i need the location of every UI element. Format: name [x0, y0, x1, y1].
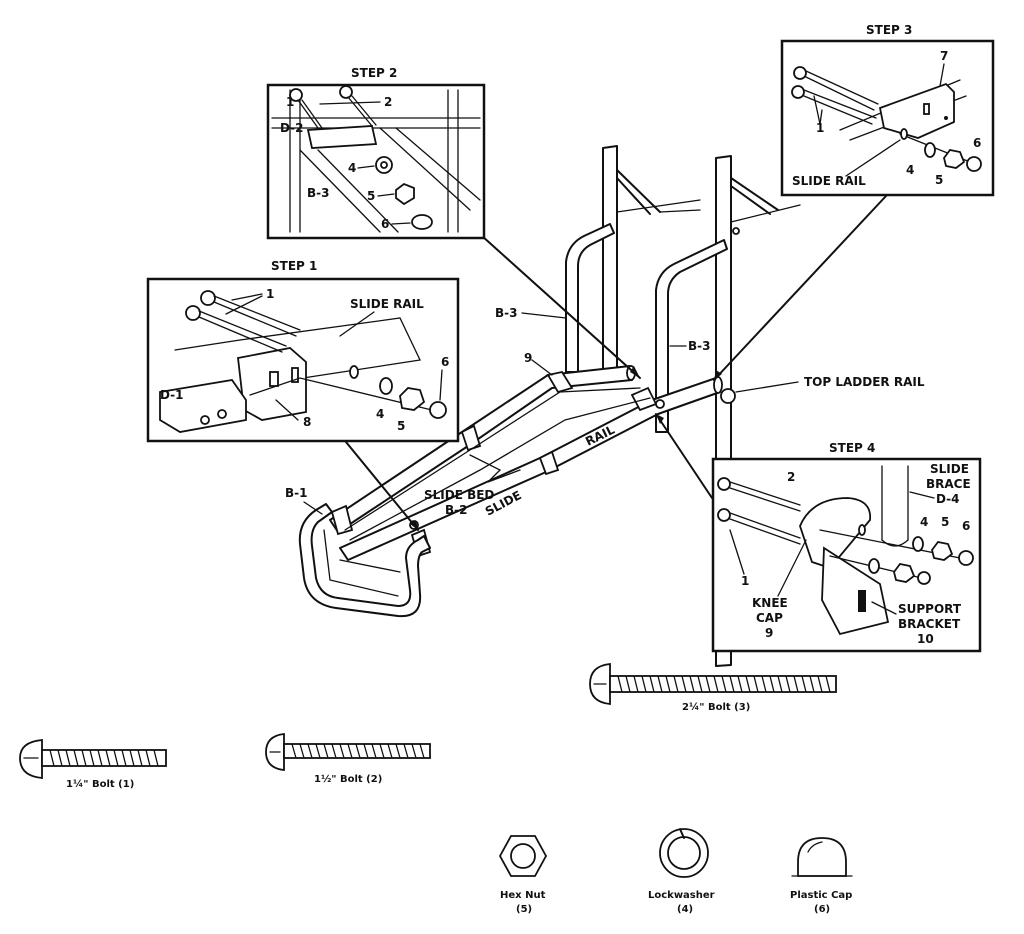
step-4-support-num: 10: [917, 632, 934, 646]
step-2-num-1: 1: [286, 95, 294, 109]
step-1-num-8: 8: [303, 415, 311, 429]
plastic-cap-label-2: (6): [814, 904, 830, 915]
bolt-125-label: 1¼" Bolt (1): [66, 778, 134, 790]
step-4-title: STEP 4: [829, 441, 875, 455]
step-1-d1: D-1: [160, 388, 184, 402]
step-2-num-6: 6: [381, 217, 389, 231]
step-4-knee-1: KNEE: [752, 596, 788, 610]
label-slide-bed: SLIDE BED: [424, 488, 494, 502]
step-4-knee-2: CAP: [756, 611, 783, 625]
label-top-ladder-rail: TOP LADDER RAIL: [804, 375, 925, 389]
step-4-num-4: 4: [920, 515, 928, 529]
lockwasher-icon: [659, 828, 709, 878]
step-1-slide-rail: SLIDE RAIL: [350, 297, 424, 311]
step-1-panel: STEP 1 1 SLIDE RAIL D-1 8 4: [146, 259, 460, 443]
label-b3-left: B-3: [495, 306, 517, 320]
step-2-num-2: 2: [384, 95, 392, 109]
step-4-num-2: 2: [787, 470, 795, 484]
bolt-125-icon: [19, 739, 167, 779]
bolt-225-label: 2¼" Bolt (3): [682, 701, 750, 713]
b1-frame: [298, 503, 431, 618]
label-b3-right: B-3: [688, 339, 710, 353]
step-4-knee-num: 9: [765, 626, 773, 640]
step-4-slide-brace-1: SLIDE: [930, 462, 969, 476]
label-b1: B-1: [285, 486, 307, 500]
step-2-title: STEP 2: [351, 66, 397, 80]
step-2-num-4: 4: [348, 161, 356, 175]
step-4-num-1: 1: [741, 574, 749, 588]
step-4-slide-brace-code: D-4: [936, 492, 960, 506]
step-4-support-1: SUPPORT: [898, 602, 962, 616]
step-4-panel: STEP 4 2 1 SLIDE BRACE D-4: [711, 441, 982, 653]
bolt-150-label: 1½" Bolt (2): [314, 774, 382, 785]
step-1-num-4: 4: [376, 407, 384, 421]
plastic-cap-icon: [791, 837, 853, 877]
step-3-num-1: 1: [816, 121, 824, 135]
step-3-slide-rail: SLIDE RAIL: [792, 174, 866, 188]
plastic-cap-label-1: Plastic Cap: [790, 890, 852, 901]
step-1-num-5: 5: [397, 419, 405, 433]
lockwasher-label-1: Lockwasher: [648, 890, 715, 901]
step-3-num-4: 4: [906, 163, 914, 177]
step-3-num-6: 6: [973, 136, 981, 150]
step-4-num-5: 5: [941, 515, 949, 529]
slide-rails: [329, 365, 723, 561]
slide-bed: [344, 387, 651, 541]
step-4-support-2: BRACKET: [898, 617, 961, 631]
step-3-title: STEP 3: [866, 23, 912, 37]
bolt-150-icon: [265, 732, 431, 772]
label-slide-bed-code: B-2: [445, 503, 467, 517]
step-2-b3: B-3: [307, 186, 329, 200]
label-knee-cap-num: 9: [524, 351, 532, 365]
step-1-num-1: 1: [266, 287, 274, 301]
step-3-panel: STEP 3 7 1 SLIDE RAIL 4 5 6: [780, 23, 995, 197]
step-2-panel: STEP 2 1 2 D-2 B-3 4 5: [266, 66, 486, 240]
step-1-num-6: 6: [441, 355, 449, 369]
hex-nut-icon: [498, 835, 548, 877]
bolt-225-icon: [589, 663, 837, 705]
step-4-slide-brace-2: BRACE: [926, 477, 971, 491]
step-4-num-6: 6: [962, 519, 970, 533]
leader-lines: [345, 195, 887, 531]
hex-nut-label-2: (5): [516, 904, 532, 915]
step-3-num-5: 5: [935, 173, 943, 187]
hex-nut-label-1: Hex Nut: [500, 890, 546, 901]
step-1-title: STEP 1: [271, 259, 317, 273]
lockwasher-label-2: (4): [677, 904, 693, 915]
step-2-num-5: 5: [367, 189, 375, 203]
step-2-d2: D-2: [280, 121, 304, 135]
step-3-num-7: 7: [940, 49, 948, 63]
hardware-key: 2¼" Bolt (3) 1¼" Bolt (1) 1½" Bolt (2) H…: [19, 663, 853, 915]
